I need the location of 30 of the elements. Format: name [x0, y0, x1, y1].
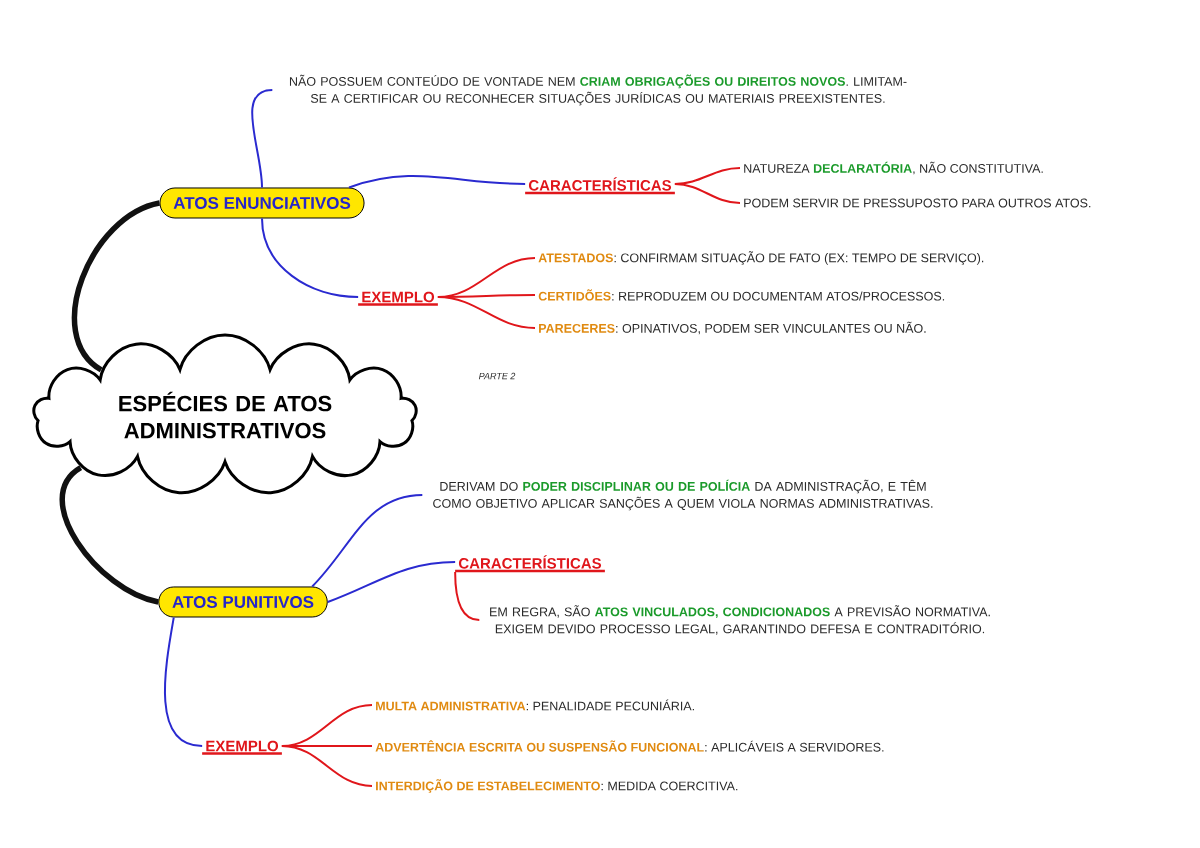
- example-text: MULTA ADMINISTRATIVA: PENALIDADE PECUNIÁRIA.: [376, 699, 694, 711]
- heading-label: CARACTERÍSTICAS: [455, 555, 605, 573]
- connector-line: [71, 200, 161, 373]
- example-text: CERTIDÕES: REPRODUZEM OU DOCUMENTAM ATOS/PROCESSOS.: [538, 289, 945, 301]
- connector-line: [436, 296, 536, 329]
- description-text: NÃO POSSUEM CONTEÚDO DE VONTADE NEM CRIAM OBRIGAÇÕES OU DIREITOS NOVOS. LIMITAM-SE A CERTIFICAR OU RECONHECER SITUAÇÕES JURÍDICAS OU MATERIAIS PREEXISTENTES.: [290, 74, 907, 106]
- item-text: NATUREZA DECLARATÓRIA, NÃO CONSTITUTIVA.: [744, 161, 1043, 175]
- topic-blob: ATOS PUNITIVOS: [158, 586, 328, 618]
- connector-line: [251, 89, 274, 189]
- connector-line: [280, 745, 373, 787]
- connector-line: [261, 217, 360, 298]
- connector-line: [454, 570, 481, 621]
- connector-line: [673, 183, 741, 204]
- topic-blob: ATOS ENUNCIATIVOS: [159, 187, 365, 219]
- heading-label: CARACTERÍSTICAS: [525, 177, 675, 195]
- example-text: ATESTADOS: CONFIRMAM SITUAÇÃO DE FATO (EX: TEMPO DE SERVIÇO).: [538, 251, 984, 265]
- item-text: PODEM SERVIR DE PRESSUPOSTO PARA OUTROS ATOS.: [744, 198, 1091, 208]
- connector-line: [326, 561, 457, 603]
- connector-line: [164, 616, 204, 747]
- description-text: EM REGRA, SÃO ATOS VINCULADOS, CONDICIONADOS A PREVISÃO NORMATIVA. EXIGEM DEVIDO PROCESSO LEGAL, GARANTINDO DEFESA E CONTRADITÓRIO.: [490, 605, 990, 635]
- example-text: INTERDIÇÃO DE ESTABELECIMENTO: MEDIDA COERCITIVA.: [376, 779, 738, 793]
- example-text: ADVERTÊNCIA ESCRITA OU SUSPENSÃO FUNCIONAL: APLICÁVEIS A SERVIDORES.: [375, 740, 884, 752]
- heading-label: EXEMPLO: [358, 291, 438, 306]
- connector-line: [311, 494, 424, 588]
- part-label: PARTE 2: [478, 372, 516, 380]
- heading-label: EXEMPLO: [202, 740, 282, 755]
- example-text: PARECERES: OPINATIVOS, PODEM SER VINCULANTES OU NÃO.: [539, 321, 926, 335]
- connector-line: [348, 175, 527, 189]
- description-text: DERIVAM DO PODER DISCIPLINAR OU DE POLÍCIA DA ADMINISTRAÇÃO, E TÊM COMO OBJETIVO APLICAR SANÇÕES A QUEM VIOLA NORMAS ADMINISTRATIVAS.: [433, 479, 933, 511]
- connector-line: [59, 465, 159, 605]
